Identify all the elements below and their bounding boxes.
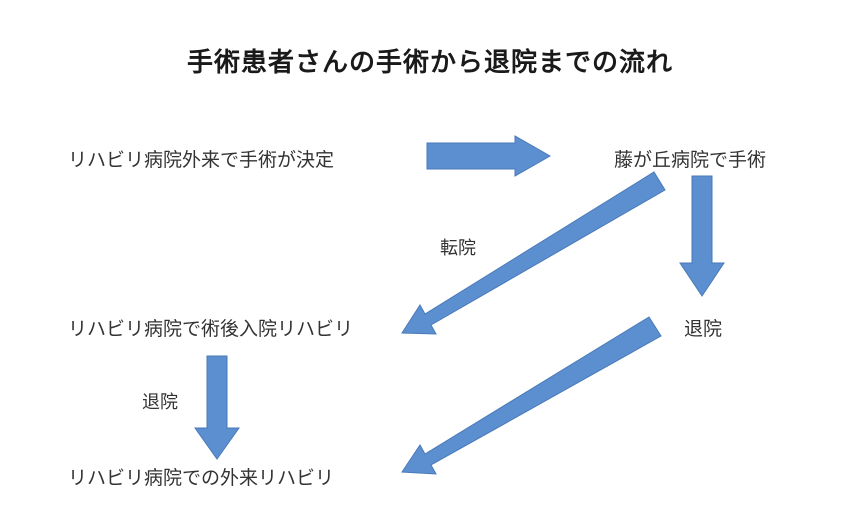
node-outpatient-decision: リハビリ病院外来で手術が決定 (68, 149, 335, 171)
node-outpatient-rehab: リハビリ病院での外来リハビリ (68, 467, 335, 489)
arrow-surgery-to-discharge (679, 175, 725, 297)
edge-label-discharge: 退院 (142, 392, 178, 413)
edge-label-transfer: 転院 (440, 238, 476, 259)
arrow-surgery-to-rehab-transfer (401, 171, 666, 335)
arrow-decision-to-surgery (426, 135, 552, 177)
node-fujigaoka-surgery: 藤が丘病院で手術 (614, 149, 767, 171)
node-inpatient-rehab: リハビリ病院で術後入院リハビリ (68, 318, 354, 340)
node-discharge-direct: 退院 (684, 318, 723, 340)
diagram-title: 手術患者さんの手術から退院までの流れ (186, 48, 673, 78)
arrow-discharge-to-outpatient (401, 316, 662, 475)
arrow-rehab-to-outpatient (194, 355, 240, 460)
